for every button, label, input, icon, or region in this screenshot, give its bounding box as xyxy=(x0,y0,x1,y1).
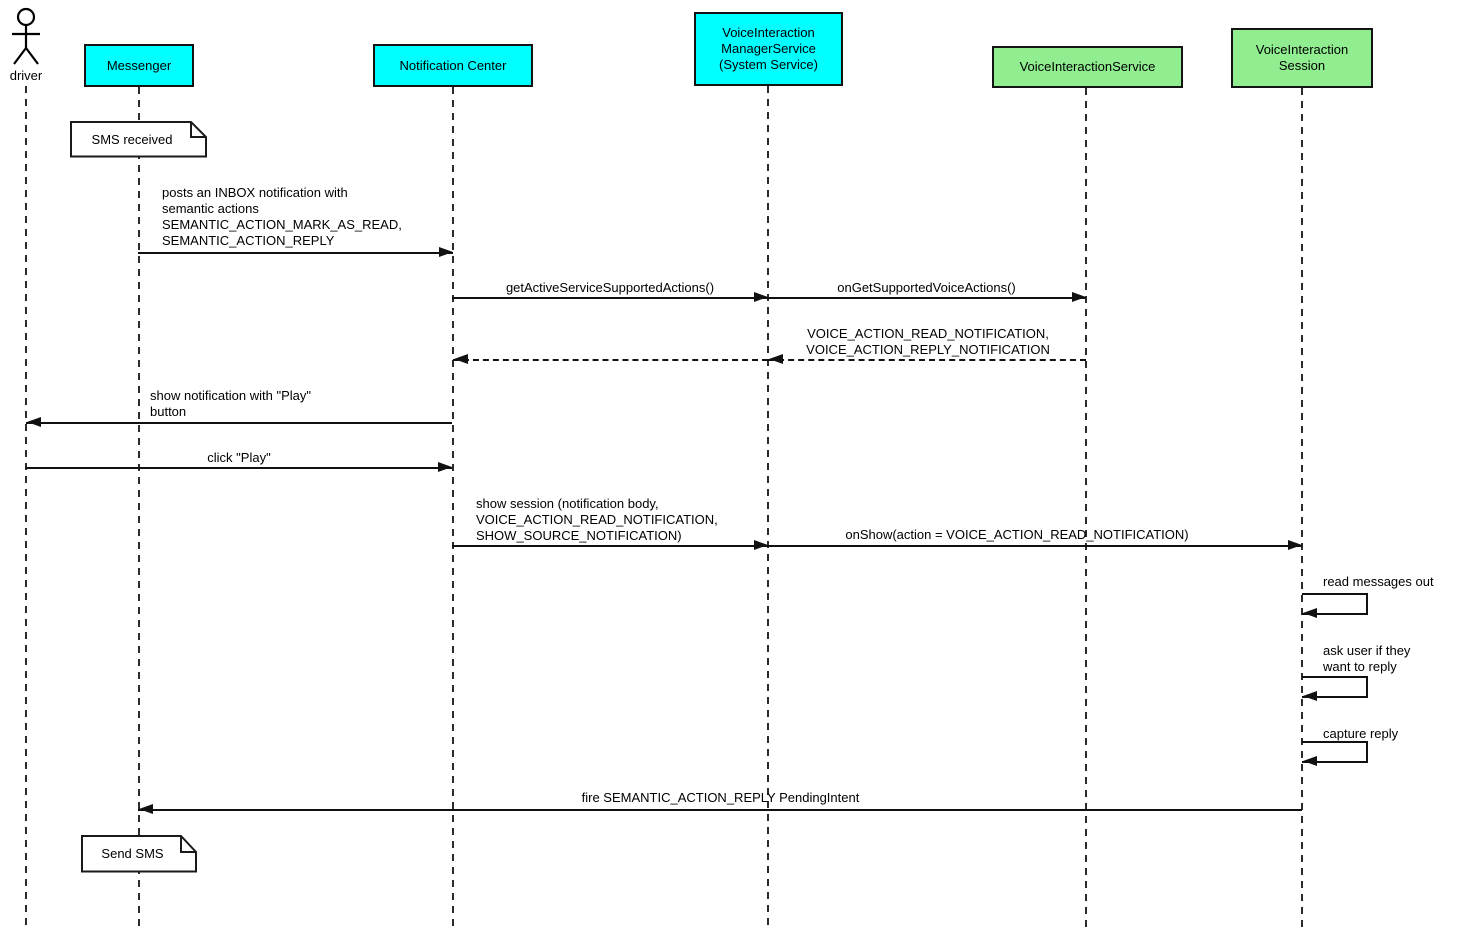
lifeline-voice-interaction-session xyxy=(1301,88,1303,929)
participant-label-line: (System Service) xyxy=(719,57,818,72)
arrowhead-icon xyxy=(438,462,452,472)
self-message-loop xyxy=(1302,676,1368,698)
message-label-supported-actions-return: VOICE_ACTION_READ_NOTIFICATION, VOICE_AC… xyxy=(806,326,1050,357)
message-line-show-notification xyxy=(26,422,452,424)
message-line-show-session xyxy=(452,545,768,547)
message-label-fire-reply: fire SEMANTIC_ACTION_REPLY PendingIntent xyxy=(581,790,860,805)
participant-voice-interaction-service: VoiceInteractionService xyxy=(992,46,1183,88)
message-label-read-messages-out: read messages out xyxy=(1323,574,1434,589)
message-line-on-get-supported-voice-actions xyxy=(767,297,1086,299)
note-sms-received-shape xyxy=(70,121,207,158)
arrowhead-icon xyxy=(454,354,468,364)
message-line-post-inbox xyxy=(138,252,453,254)
lifeline-messenger xyxy=(138,87,140,929)
message-label-get-active-service-supported-actions: getActiveServiceSupportedActions() xyxy=(505,280,715,295)
arrowhead-icon xyxy=(139,804,153,814)
message-label-capture-reply: capture reply xyxy=(1323,726,1399,741)
participant-voice-interaction-manager-service: VoiceInteraction ManagerService (System … xyxy=(694,12,843,86)
arrowhead-icon xyxy=(754,292,768,302)
self-message-loop xyxy=(1302,593,1368,615)
note-send-sms-label: Send SMS xyxy=(101,846,164,861)
participant-label: Messenger xyxy=(106,57,172,73)
participant-label-line: Session xyxy=(1278,58,1326,73)
message-line-on-show xyxy=(767,545,1302,547)
self-message-loop xyxy=(1302,741,1368,763)
arrowhead-icon xyxy=(27,417,41,427)
message-label-on-show: onShow(action = VOICE_ACTION_READ_NOTIFI… xyxy=(845,527,1189,542)
arrowhead-icon xyxy=(439,247,453,257)
actor-driver-label: driver xyxy=(9,68,43,83)
arrowhead-icon xyxy=(1288,540,1302,550)
lifeline-voice-interaction-manager-service xyxy=(767,86,769,929)
arrowhead-icon xyxy=(1303,756,1317,766)
arrowhead-icon xyxy=(1303,608,1317,618)
arrowhead-icon xyxy=(754,540,768,550)
participant-label: Notification Center xyxy=(399,57,507,73)
message-label-click-play: click "Play" xyxy=(207,450,271,465)
message-label-on-get-supported-voice-actions: onGetSupportedVoiceActions() xyxy=(837,280,1016,295)
arrowhead-icon xyxy=(1303,691,1317,701)
participant-voice-interaction-session: VoiceInteraction Session xyxy=(1231,28,1373,88)
participant-messenger: Messenger xyxy=(84,44,194,87)
participant-label-line: ManagerService xyxy=(721,41,816,56)
participant-label-line: VoiceInteraction xyxy=(1255,42,1349,57)
message-line-supported-actions-return xyxy=(768,359,1086,361)
actor-driver-icon xyxy=(12,7,40,65)
message-line-fire-reply xyxy=(138,809,1302,811)
lifeline-voice-interaction-service xyxy=(1085,88,1087,929)
arrowhead-icon xyxy=(1072,292,1086,302)
lifeline-notification-center xyxy=(452,87,454,929)
message-line-click-play xyxy=(26,467,452,469)
lifeline-driver xyxy=(25,86,27,929)
message-label-show-session: show session (notification body, VOICE_A… xyxy=(476,496,718,543)
arrowhead-icon xyxy=(769,354,783,364)
message-line-return-to-notification-center xyxy=(453,359,768,361)
message-label-ask-user: ask user if they want to reply xyxy=(1323,643,1411,674)
participant-notification-center: Notification Center xyxy=(373,44,533,87)
message-line-get-active-service-supported-actions xyxy=(452,297,768,299)
participant-label: VoiceInteractionService xyxy=(1019,59,1156,74)
note-send-sms-shape xyxy=(81,835,197,873)
participant-label-line: VoiceInteraction xyxy=(722,25,815,40)
message-label-post-inbox: posts an INBOX notification with semanti… xyxy=(162,185,402,248)
message-label-show-notification: show notification with "Play" button xyxy=(150,388,311,419)
note-sms-received-label: SMS received xyxy=(91,131,173,147)
